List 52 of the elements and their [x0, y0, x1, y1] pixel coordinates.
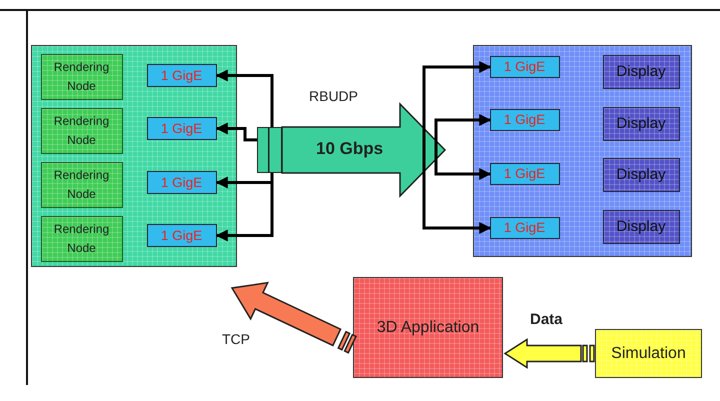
- process-box: [595, 329, 702, 378]
- rendering-node-box: [40, 162, 122, 208]
- node-label: Rendering Node: [52, 166, 110, 202]
- network-port-box: [146, 224, 216, 246]
- display-box: [602, 210, 680, 244]
- rendering-node-box: [40, 54, 122, 100]
- network-port-box: [146, 116, 216, 140]
- node-label: 1 GigE: [160, 174, 202, 190]
- node-label: Display: [616, 115, 666, 132]
- arrow: [434, 114, 492, 150]
- network-port-box: [490, 162, 560, 184]
- arrow: [216, 122, 257, 142]
- network-port-box: [490, 56, 560, 78]
- display-box: [602, 54, 680, 88]
- node-label: 1 GigE: [504, 166, 546, 181]
- protocol-label: RBUDP: [309, 88, 358, 104]
- process-box: [353, 277, 503, 378]
- network-port-box: [146, 170, 216, 194]
- rendering-node-box: [40, 108, 122, 154]
- node-label: Display: [616, 63, 666, 80]
- node-label: 1 GigE: [504, 220, 546, 235]
- display-box: [602, 106, 680, 140]
- network-port-box: [146, 64, 216, 86]
- node-label: Rendering Node: [52, 58, 110, 94]
- node-label: 3D Application: [376, 318, 480, 336]
- node-label: Display: [616, 166, 666, 183]
- edge-label: 10 Gbps: [316, 139, 384, 159]
- connector-block: [257, 127, 282, 173]
- arrow: [434, 150, 492, 180]
- rendering-node-box: [40, 216, 122, 262]
- edge-label: Data: [530, 311, 563, 328]
- node-label: 1 GigE: [160, 228, 202, 242]
- edge-label: TCP: [222, 331, 250, 347]
- node-label: 1 GigE: [160, 120, 202, 136]
- network-port-box: [490, 216, 560, 238]
- node-label: 1 GigE: [504, 59, 546, 74]
- node-label: 1 GigE: [504, 112, 546, 127]
- cluster-panel: [473, 45, 692, 257]
- arrow: [422, 150, 492, 234]
- node-label: Simulation: [611, 344, 686, 362]
- cluster-panel: [31, 45, 237, 267]
- block-arrow: [281, 102, 446, 198]
- node-label: Rendering Node: [52, 220, 110, 256]
- arrow: [216, 70, 274, 127]
- node-label: 1 GigE: [160, 68, 202, 82]
- block-arrow: [504, 338, 595, 369]
- node-label: Display: [616, 218, 666, 235]
- display-box: [602, 158, 680, 192]
- arrow: [422, 61, 492, 150]
- block-arrow: [230, 282, 357, 354]
- node-label: Rendering Node: [52, 112, 110, 148]
- network-port-box: [490, 108, 560, 130]
